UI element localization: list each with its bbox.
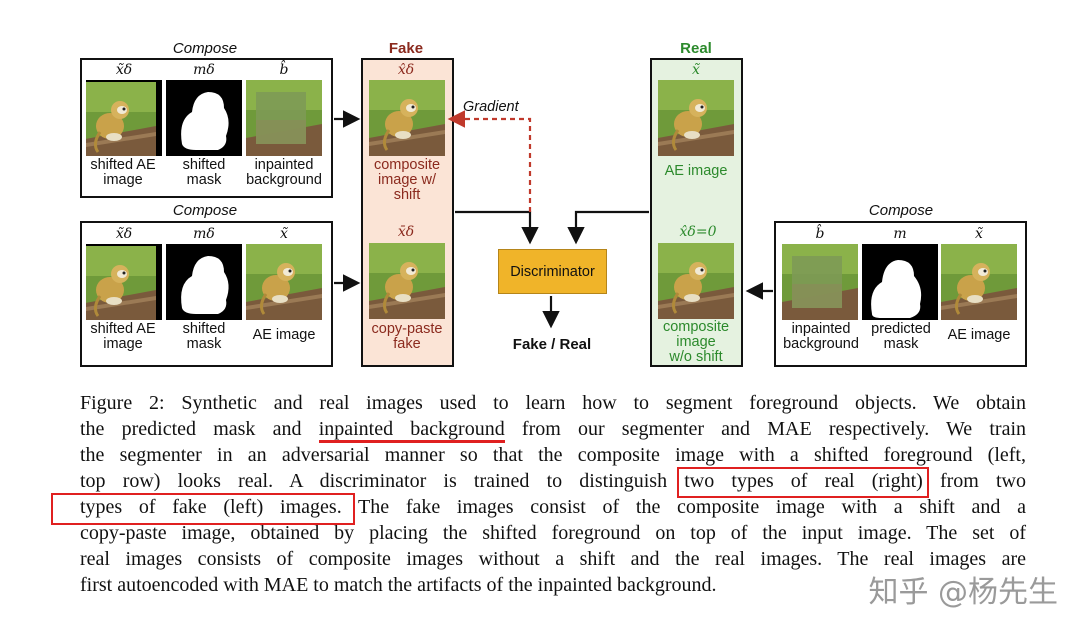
figure-arrows	[334, 110, 773, 329]
compose-box-bottom	[80, 221, 333, 367]
highlight-inpainted-background: inpainted background	[318, 418, 505, 443]
gradient-arrow	[447, 110, 532, 212]
caption-line-8: first autoencoded with MAE to match the …	[80, 574, 717, 596]
symbol-right-mask: m	[893, 226, 907, 242]
caption-line-7: real images consists of composite images…	[80, 548, 1026, 570]
arrow-real-to-disc	[567, 210, 649, 245]
symbol-inpainted-background: b̂	[279, 62, 289, 78]
symbol-shifted-ae-image-2: x̃δ	[115, 226, 133, 242]
real-title: Real	[680, 40, 712, 57]
symbol-real-ae-image: x̃	[692, 62, 700, 78]
caption-right-ae-image: AE image	[947, 327, 1011, 343]
gradient-label: Gradient	[463, 99, 519, 115]
symbol-right-inpainted: b̂	[815, 226, 825, 242]
symbol-right-ae-image: x̃	[975, 226, 983, 242]
symbol-composite-no-shift: x̂δ=0	[679, 224, 717, 240]
caption-real-ae-image: AE image	[664, 163, 728, 179]
compose-box-top	[80, 58, 333, 198]
discriminator-label: Discriminator	[510, 263, 595, 280]
shifted-ae-image-thumbnail	[86, 80, 162, 156]
caption-line-4: top row) looks real. A discriminator is …	[80, 470, 1026, 492]
caption-line-5: types of fake (left) images. The fake im…	[80, 496, 1027, 518]
shifted-ae-image-thumbnail-2	[86, 244, 162, 320]
symbol-ae-image: x̃	[280, 226, 288, 242]
output-label: Fake / Real	[512, 336, 592, 353]
watermark: 知乎 @杨先生	[868, 575, 1058, 610]
caption-ae-image: AE image	[252, 327, 316, 343]
compose-title-right: Compose	[868, 202, 934, 219]
caption-line-3: the segmenter in an adversarial manner s…	[80, 444, 1026, 466]
caption-line-6: copy-paste image, obtained by placing th…	[80, 522, 1026, 544]
compose-box-right	[774, 221, 1027, 367]
highlight-two-types-fake: types of fake (left) images.	[80, 496, 342, 518]
symbol-shifted-mask-2: mδ	[193, 226, 215, 242]
highlight-box-real	[677, 467, 929, 498]
discriminator-box: Discriminator	[498, 249, 607, 294]
caption-line-1: Figure 2: Synthetic and real images used…	[80, 392, 1026, 414]
highlight-two-types-real: two types of real (right)	[684, 470, 923, 492]
symbol-shifted-ae-image: x̃δ	[115, 62, 133, 78]
fake-title: Fake	[388, 40, 424, 57]
compose-title-bottom: Compose	[172, 202, 238, 219]
figure-caption: Figure 2: Synthetic and real images used…	[80, 390, 1026, 598]
symbol-copy-paste: x̄δ	[397, 224, 415, 240]
symbol-composite-shift: x̂δ	[397, 62, 415, 78]
caption-line-2: the predicted mask and inpainted backgro…	[80, 416, 1026, 443]
compose-title-top: Compose	[172, 40, 238, 57]
highlight-box-fake	[51, 493, 355, 525]
symbol-shifted-mask: mδ	[193, 62, 215, 78]
arrow-fake-to-disc	[455, 210, 539, 245]
